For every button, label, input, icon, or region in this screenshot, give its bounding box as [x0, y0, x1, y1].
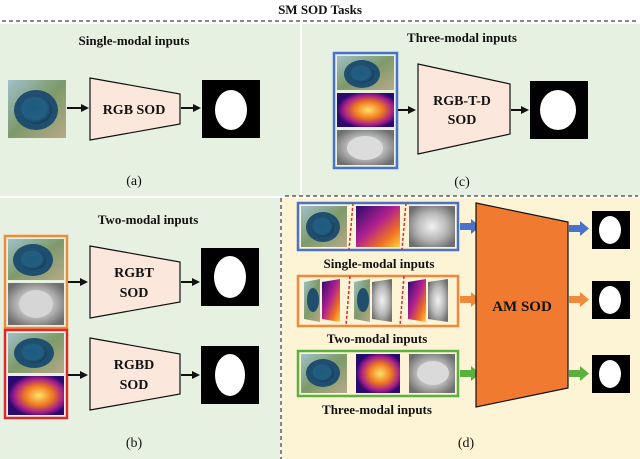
panel-b-rgbd-label-1: RGBD [114, 358, 154, 373]
panel-c-rgb-image [337, 56, 394, 90]
panel-d-row3-frame [296, 349, 460, 398]
panel-d-row1-frame [296, 201, 460, 252]
panel-d-arrow-blue-out [569, 221, 589, 236]
panel-d-row1-thermal-image [356, 206, 400, 247]
panel-d-row2-frame [296, 274, 460, 328]
panel-c-input-frame [332, 51, 399, 170]
panel-d-row1-label: Single-modal inputs [324, 256, 435, 271]
panel-b-rgbd-thermal-image [8, 376, 64, 415]
panel-c-depth-image [337, 130, 394, 165]
panel-b-rgbt-saliency-mask [201, 248, 259, 306]
panel-b-caption: (b) [126, 436, 143, 451]
panel-d-caption: (d) [458, 436, 475, 451]
panel-d-row1-rgb-image [301, 206, 347, 247]
panel-c-block-label-2: SOD [448, 113, 477, 128]
panel-d-am-sod-block [475, 202, 569, 408]
panel-d-row1-red-sep-1 [348, 202, 354, 251]
panel-d-row2-label: Two-modal inputs [327, 331, 428, 346]
panel-d-arrow-green-out [569, 366, 589, 381]
panel-d-row2-pair-2 [354, 279, 392, 322]
panel-d-row3-label: Three-modal inputs [322, 402, 432, 417]
panel-b-rgbd-block [89, 337, 181, 411]
panel-c-sod-block [417, 63, 511, 155]
panel-d-row3-rgb-image [301, 354, 347, 393]
panel-d-row3-thermal-image [356, 354, 400, 393]
panel-d-saliency-mask-1 [592, 211, 630, 249]
panel-d-row1-depth-image [409, 206, 455, 247]
panel-d-row1-red-sep-2 [401, 202, 407, 251]
panel-d-row3-depth-image [409, 354, 455, 393]
panel-b-heading: Two-modal inputs [98, 212, 199, 227]
panel-b-rgbd-saliency-mask [201, 346, 259, 404]
panel-c-heading: Three-modal inputs [407, 30, 517, 45]
panel-d-row2-pair-1 [304, 279, 340, 322]
header-title: SM SOD Tasks [278, 2, 362, 17]
panel-d-saliency-mask-2 [592, 281, 630, 319]
panel-a-saliency-mask [202, 80, 260, 138]
panel-b-rgbt-label-2: SOD [120, 286, 149, 301]
panel-c-block-label-1: RGB-T-D [433, 94, 491, 109]
panel-d-row2-pair-3 [408, 279, 448, 322]
panel-d-block-label: AM SOD [492, 299, 552, 315]
panel-c-caption: (c) [454, 175, 470, 190]
panel-a-block-label: RGB SOD [103, 103, 166, 118]
panel-b-rgbd-label-2: SOD [120, 378, 149, 393]
panel-b-rgbt-thermal-image [8, 283, 64, 325]
panel-b-rgbd-input-frame [3, 328, 69, 420]
panel-b-rgbt-block [89, 245, 181, 319]
panel-a-caption: (a) [126, 174, 142, 189]
panel-c-thermal-image [337, 93, 394, 127]
panel-a-rgb-image [8, 80, 66, 138]
panel-b-rgbt-label-1: RGBT [114, 266, 154, 281]
panel-a-sod-block [89, 77, 181, 141]
panel-d-arrow-orange-out [569, 292, 589, 307]
panel-d-saliency-mask-3 [592, 355, 630, 393]
panel-b-rgbd-rgb-image [8, 333, 64, 373]
panel-a-heading: Single-modal inputs [79, 33, 190, 48]
panel-b-rgbt-input-frame [3, 234, 69, 330]
panel-d-row2-red-sep-1 [345, 275, 351, 327]
panel-b-rgbt-rgb-image [8, 239, 64, 280]
panel-d-row2-red-sep-2 [399, 275, 405, 327]
panel-c-saliency-mask [530, 81, 588, 139]
